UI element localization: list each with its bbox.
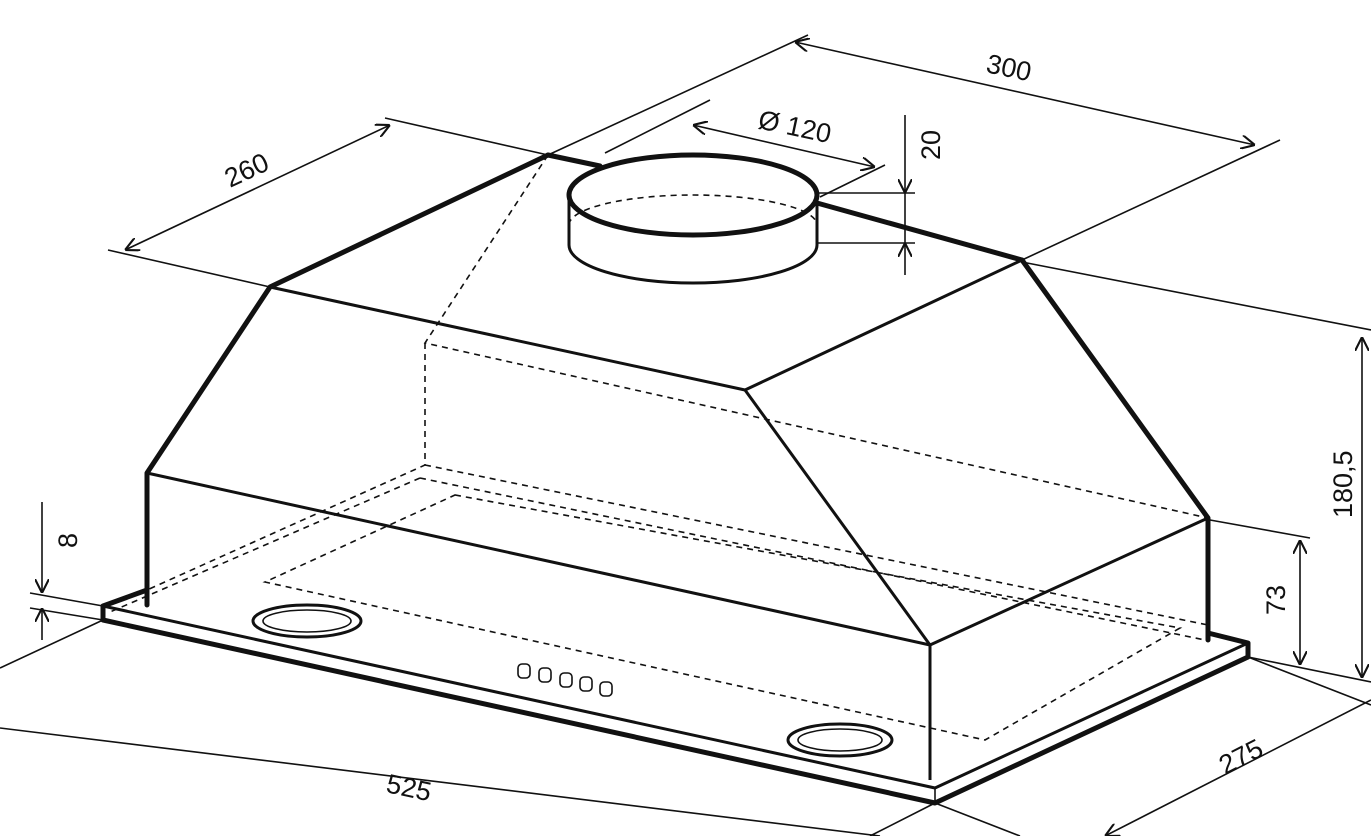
dim-label-180-5: 180,5: [1328, 450, 1358, 518]
dimension-300: 300: [547, 34, 1281, 261]
dimension-73: 73: [1209, 519, 1311, 665]
dimension-duct-diameter: Ø 120: [604, 99, 886, 198]
dim-label-300: 300: [984, 49, 1034, 88]
dimension-20: 20: [818, 115, 946, 275]
dim-label-8: 8: [53, 533, 83, 548]
dim-label-525: 525: [384, 769, 434, 808]
control-buttons: [517, 663, 613, 697]
lamp-left: [251, 603, 363, 639]
hidden-lines: [109, 154, 1209, 741]
duct: [566, 152, 820, 285]
dim-label-73: 73: [1261, 585, 1291, 615]
lamp-right: [786, 722, 894, 758]
base-plate: [100, 587, 1251, 806]
dim-label-260: 260: [220, 147, 274, 193]
dimension-180-5: 180,5: [1021, 261, 1371, 683]
dim-label-275: 275: [1214, 733, 1268, 780]
dimension-525: 525: [0, 619, 936, 836]
hood-body: [144, 152, 1211, 780]
dim-label-20: 20: [916, 130, 946, 160]
dimension-275: 275: [934, 656, 1371, 836]
dimension-8: 8: [29, 502, 104, 640]
